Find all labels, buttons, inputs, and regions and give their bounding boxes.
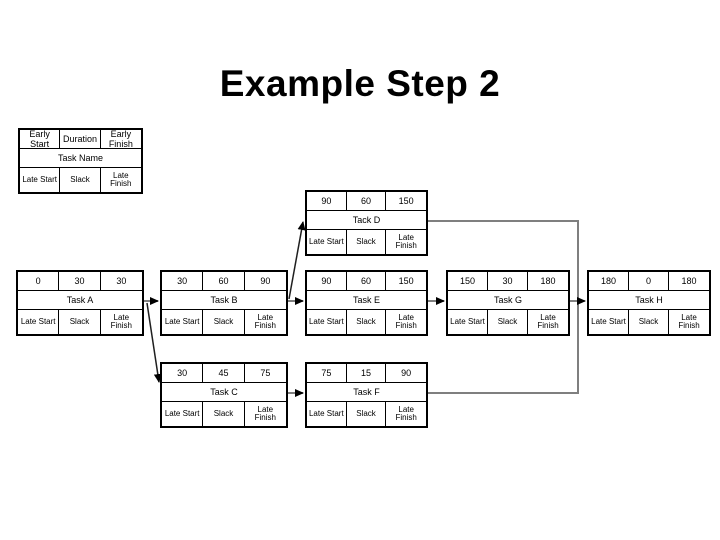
task-b-box: 30 60 90 Task B Late Start Slack Late Fi… [160, 270, 288, 336]
connector-b-to-d [288, 221, 306, 300]
late-start-cell: Late Start [307, 402, 347, 426]
late-start-cell: Late Start [162, 402, 204, 426]
slide-title: Example Step 2 [219, 63, 501, 104]
early-finish-cell: 180 [528, 272, 568, 291]
early-start-cell: 90 [307, 272, 347, 291]
task-name-cell: Task A [18, 291, 142, 310]
task-g-box: 150 30 180 Task G Late Start Slack Late … [446, 270, 570, 336]
late-finish-cell: Late Finish [254, 404, 276, 422]
duration-cell: 15 [346, 364, 387, 383]
late-start-cell: Late Start [589, 310, 629, 334]
duration-cell: 60 [203, 272, 245, 291]
late-start-cell: Late Start [307, 230, 347, 254]
early-start-cell: 30 [162, 364, 204, 383]
early-start-cell: 180 [589, 272, 629, 291]
late-finish-cell: Late Finish [395, 312, 417, 330]
early-finish-cell: 180 [669, 272, 709, 291]
slack-cell: Slack [203, 402, 245, 426]
slack-cell: Slack [629, 310, 669, 334]
early-start-cell: 75 [307, 364, 347, 383]
late-finish-cell: Late Finish [395, 404, 417, 422]
duration-cell: 0 [629, 272, 669, 291]
duration-cell: Duration [60, 130, 101, 149]
task-name-cell: Task Name [20, 149, 141, 168]
early-start-cell: 30 [162, 272, 204, 291]
task-f-box: 75 15 90 Task F Late Start Slack Late Fi… [305, 362, 428, 428]
legend-box: Early Start Duration Early Finish Task N… [18, 128, 143, 194]
slack-cell: Slack [347, 230, 387, 254]
slack-cell: Slack [488, 310, 528, 334]
slack-cell: Slack [59, 310, 101, 334]
task-name-cell: Task H [589, 291, 709, 310]
early-start-cell: 90 [307, 192, 347, 211]
slack-cell: Slack [347, 402, 387, 426]
late-finish-cell: Late Finish [537, 312, 559, 330]
slack-cell: Slack [60, 168, 101, 192]
late-finish-cell: Late Finish [254, 312, 276, 330]
task-name-cell: Tack D [307, 211, 426, 230]
connector-a-to-c [146, 302, 162, 383]
late-start-cell: Late Start [162, 310, 204, 334]
late-finish-cell: Late Finish [678, 312, 700, 330]
duration-cell: 60 [346, 192, 387, 211]
task-name-cell: Task C [162, 383, 286, 402]
duration-cell: 30 [488, 272, 528, 291]
late-finish-cell: Late Finish [110, 170, 132, 188]
task-c-box: 30 45 75 Task C Late Start Slack Late Fi… [160, 362, 288, 428]
duration-cell: 30 [59, 272, 101, 291]
task-a-box: 0 30 30 Task A Late Start Slack Late Fin… [16, 270, 144, 336]
slack-cell: Slack [347, 310, 387, 334]
task-e-box: 90 60 150 Task E Late Start Slack Late F… [305, 270, 428, 336]
task-name-cell: Task F [307, 383, 426, 402]
duration-cell: 45 [203, 364, 245, 383]
task-h-box: 180 0 180 Task H Late Start Slack Late F… [587, 270, 711, 336]
late-start-cell: Late Start [448, 310, 488, 334]
late-start-cell: Late Start [307, 310, 347, 334]
early-start-cell: 150 [448, 272, 488, 291]
late-start-cell: Late Start [20, 168, 61, 192]
early-finish-cell: Early Finish [100, 130, 141, 149]
early-finish-cell: 150 [386, 272, 426, 291]
early-finish-cell: 30 [100, 272, 142, 291]
early-start-cell: 0 [18, 272, 60, 291]
early-start-cell: Early Start [20, 130, 61, 149]
task-d-box: 90 60 150 Tack D Late Start Slack Late F… [305, 190, 428, 256]
task-name-cell: Task B [162, 291, 286, 310]
task-name-cell: Task E [307, 291, 426, 310]
task-name-cell: Task G [448, 291, 568, 310]
late-finish-cell: Late Finish [110, 312, 132, 330]
early-finish-cell: 90 [386, 364, 426, 383]
early-finish-cell: 75 [244, 364, 286, 383]
duration-cell: 60 [346, 272, 387, 291]
late-start-cell: Late Start [18, 310, 60, 334]
late-finish-cell: Late Finish [395, 232, 417, 250]
early-finish-cell: 90 [244, 272, 286, 291]
early-finish-cell: 150 [386, 192, 426, 211]
slack-cell: Slack [203, 310, 245, 334]
